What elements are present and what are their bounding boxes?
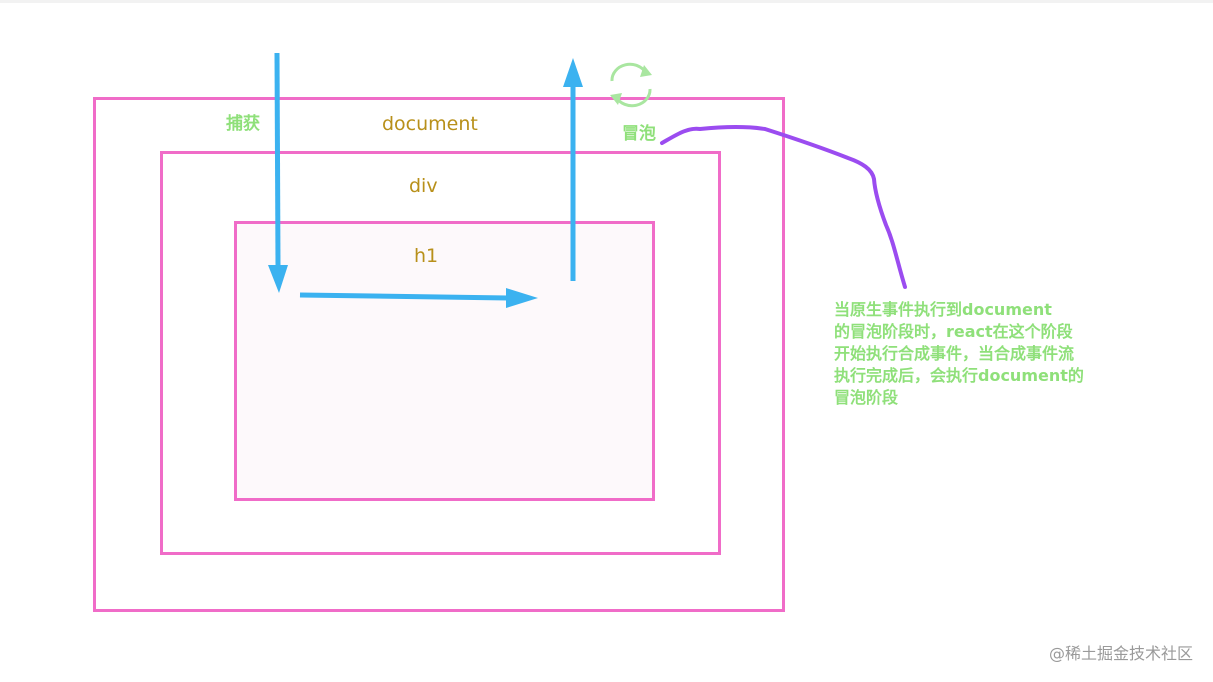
- watermark: @稀土掘金技术社区: [1048, 644, 1193, 663]
- capture-arrow: [268, 52, 288, 293]
- document-box: [93, 97, 785, 612]
- note-line: 的冒泡阶段时，react在这个阶段: [834, 322, 1073, 341]
- div-box: [160, 151, 721, 555]
- target-arrow: [299, 288, 538, 308]
- bubble-label: 冒泡: [622, 124, 656, 144]
- div-label: div: [409, 175, 438, 197]
- note-line: 开始执行合成事件，当合成事件流: [834, 344, 1075, 363]
- document-label: document: [382, 113, 478, 135]
- h1-box: [234, 221, 655, 501]
- capture-label: 捕获: [226, 114, 260, 134]
- note-line: 执行完成后，会执行document的: [834, 366, 1084, 385]
- h1-label: h1: [414, 245, 439, 267]
- bubble-arrow: [563, 58, 583, 281]
- arrows-layer: [268, 52, 907, 308]
- refresh-icon: [610, 62, 652, 108]
- note-line: 当原生事件执行到document: [834, 300, 1052, 319]
- note-line: 冒泡阶段: [834, 388, 899, 407]
- connector-curve: [660, 125, 907, 289]
- explanation-note: 当原生事件执行到document 的冒泡阶段时，react在这个阶段 开始执行合…: [834, 299, 1154, 409]
